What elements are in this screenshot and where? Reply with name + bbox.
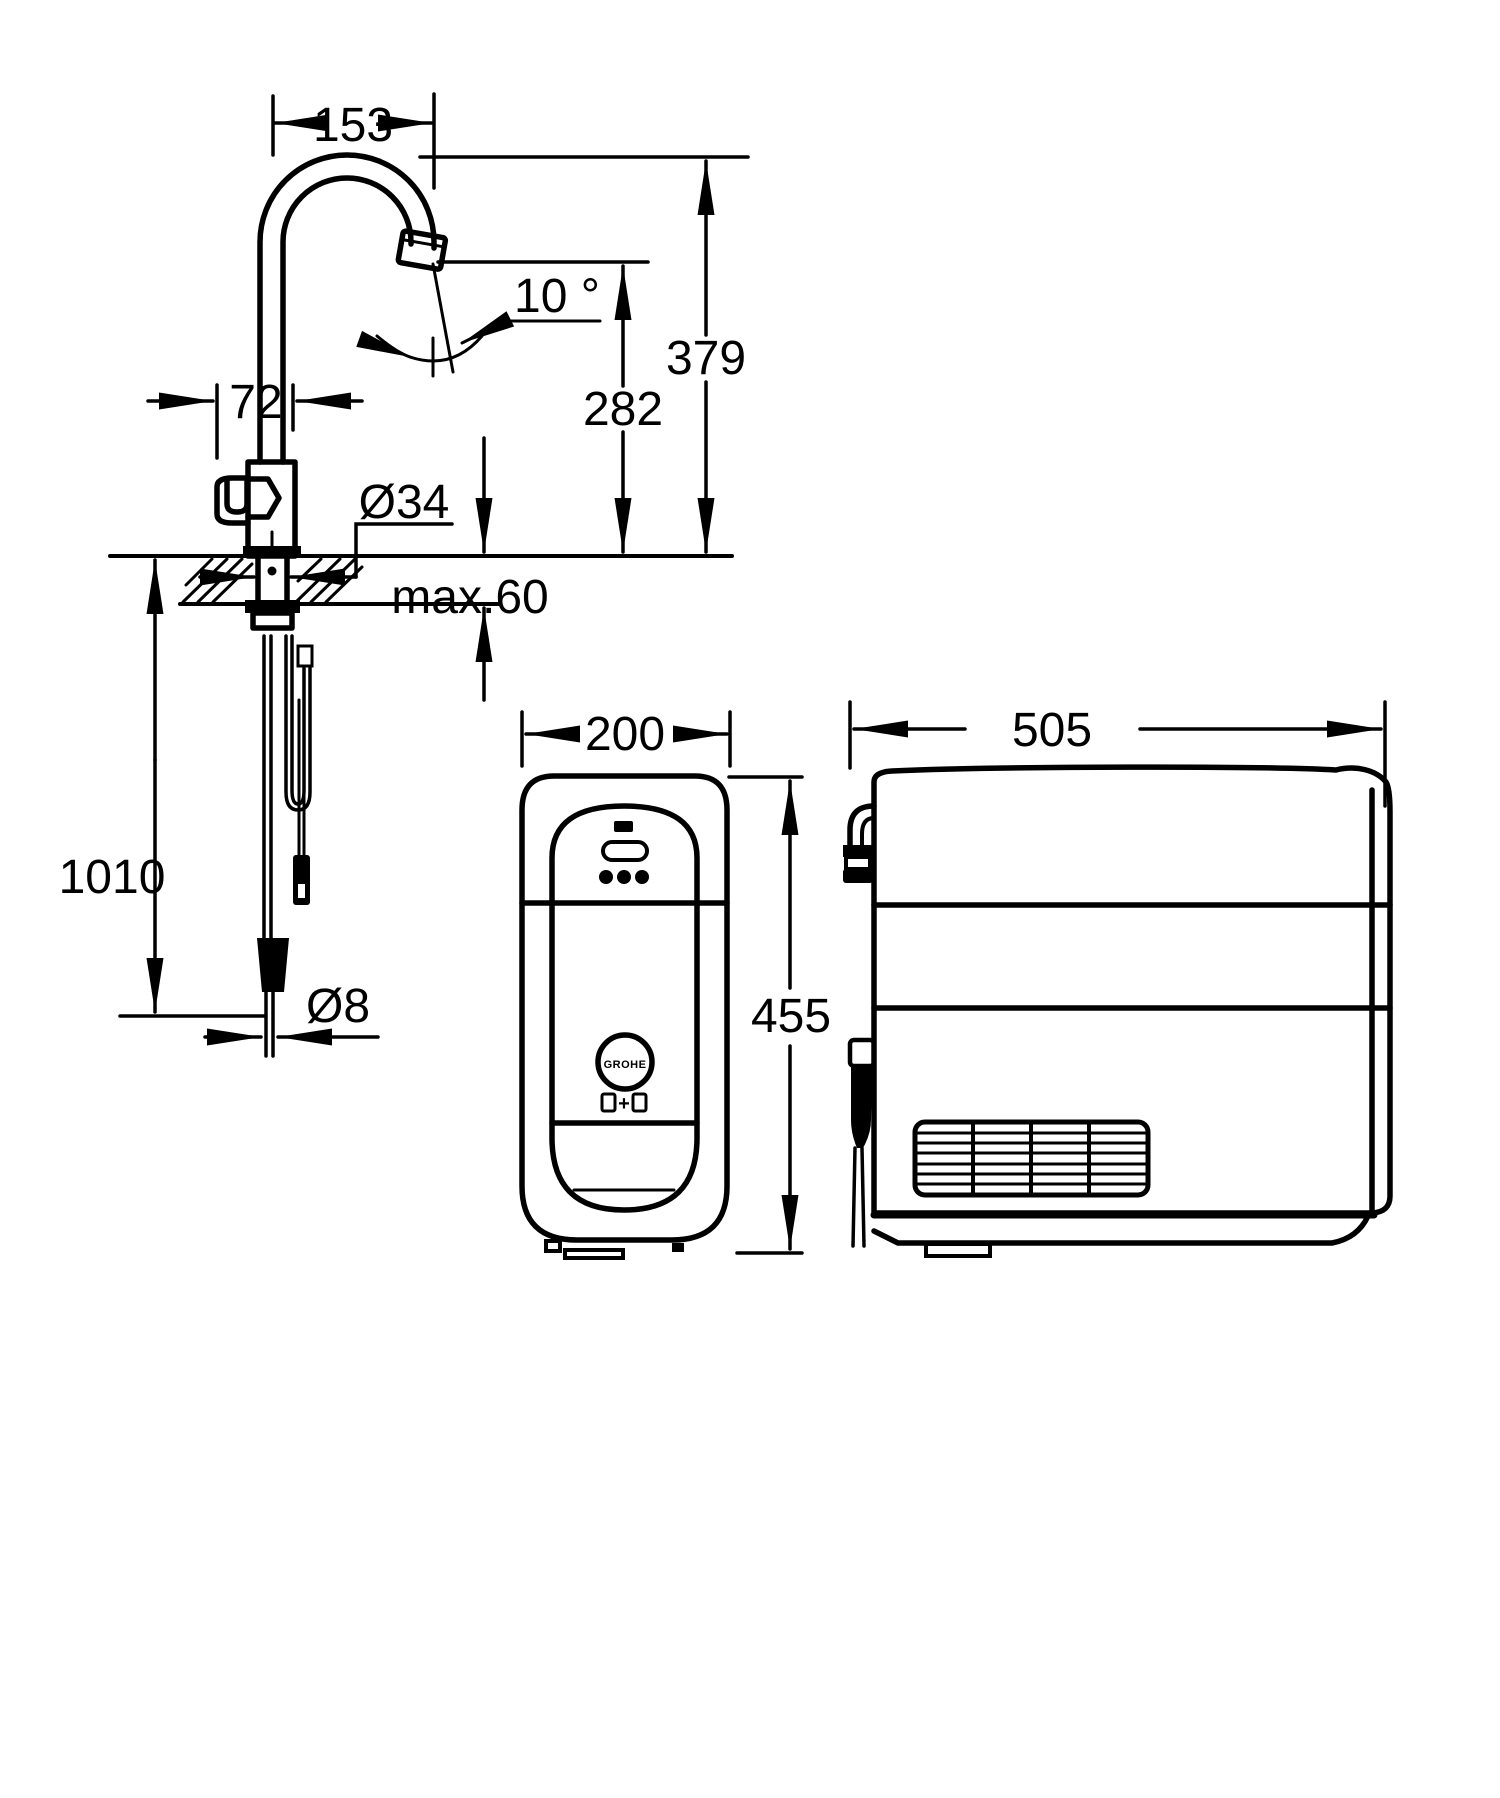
water-glass-icon xyxy=(600,1092,617,1113)
grohe-logo-badge: GROHE + xyxy=(595,1032,655,1115)
connection-hoses xyxy=(257,634,314,1058)
dim-label-max60: max.60 xyxy=(391,571,548,624)
dimension-counter-thickness: max.60 xyxy=(391,436,549,702)
dimension-base-diameter: Ø34 xyxy=(198,476,454,586)
control-panel xyxy=(599,821,649,884)
dimension-spout-reach: 153 xyxy=(271,92,436,190)
dim-label-1010: 1010 xyxy=(59,851,166,904)
countertop-section xyxy=(108,546,734,631)
dimension-hose-length: 1010 xyxy=(59,558,267,1018)
water-inlet-fitting xyxy=(843,803,877,883)
cooler-front-view: GROHE + 200 455 xyxy=(519,708,831,1260)
faucet-gooseneck-spout xyxy=(257,152,449,465)
dimension-cooler-width: 200 xyxy=(520,708,732,768)
water-glass-icon xyxy=(631,1092,648,1113)
dim-label-o8: Ø8 xyxy=(306,980,370,1033)
dimension-hose-diameter: Ø8 xyxy=(203,980,380,1046)
dimension-cooler-height: 455 xyxy=(727,775,831,1255)
faucet-body xyxy=(214,459,298,559)
hose-connector xyxy=(293,855,310,905)
led-dot xyxy=(599,870,613,884)
led-dot xyxy=(617,870,631,884)
dim-label-72: 72 xyxy=(229,376,282,429)
dim-label-200: 200 xyxy=(585,708,665,761)
faucet-flange xyxy=(243,546,301,557)
grohe-logo-text: GROHE xyxy=(604,1059,647,1071)
vent-grille xyxy=(912,1119,1151,1198)
dim-label-379: 379 xyxy=(666,332,746,385)
hatch-right xyxy=(294,557,364,604)
dim-label-455: 455 xyxy=(751,990,831,1043)
dimension-height-282: 282 xyxy=(583,264,663,554)
dim-label-10deg: 10 ° xyxy=(514,270,600,323)
led-dot xyxy=(635,870,649,884)
hatch-left xyxy=(181,557,254,604)
dimension-body-width: 72 xyxy=(146,376,364,460)
dim-label-282: 282 xyxy=(583,383,663,436)
mounting-nut xyxy=(245,600,300,613)
faucet-side-view: 153 10 ° 379 282 xyxy=(59,92,750,1058)
dim-label-o34: Ø34 xyxy=(359,476,450,529)
dimension-spout-angle: 10 ° xyxy=(356,262,602,378)
side-view-base xyxy=(871,1213,1371,1258)
dim-label-505: 505 xyxy=(1012,704,1092,757)
front-view-feet xyxy=(544,1239,684,1260)
button-pill xyxy=(601,840,649,862)
cooler-side-view: 505 xyxy=(843,700,1393,1258)
logo-plus-sign: + xyxy=(618,1093,630,1115)
dimension-height-379: 379 xyxy=(666,159,746,554)
dimension-cooler-depth: 505 xyxy=(848,700,1387,808)
dim-label-153: 153 xyxy=(313,99,393,152)
power-cord-fitting xyxy=(847,1037,877,1248)
hose-coupling xyxy=(257,938,289,992)
sensor-window xyxy=(614,821,633,832)
